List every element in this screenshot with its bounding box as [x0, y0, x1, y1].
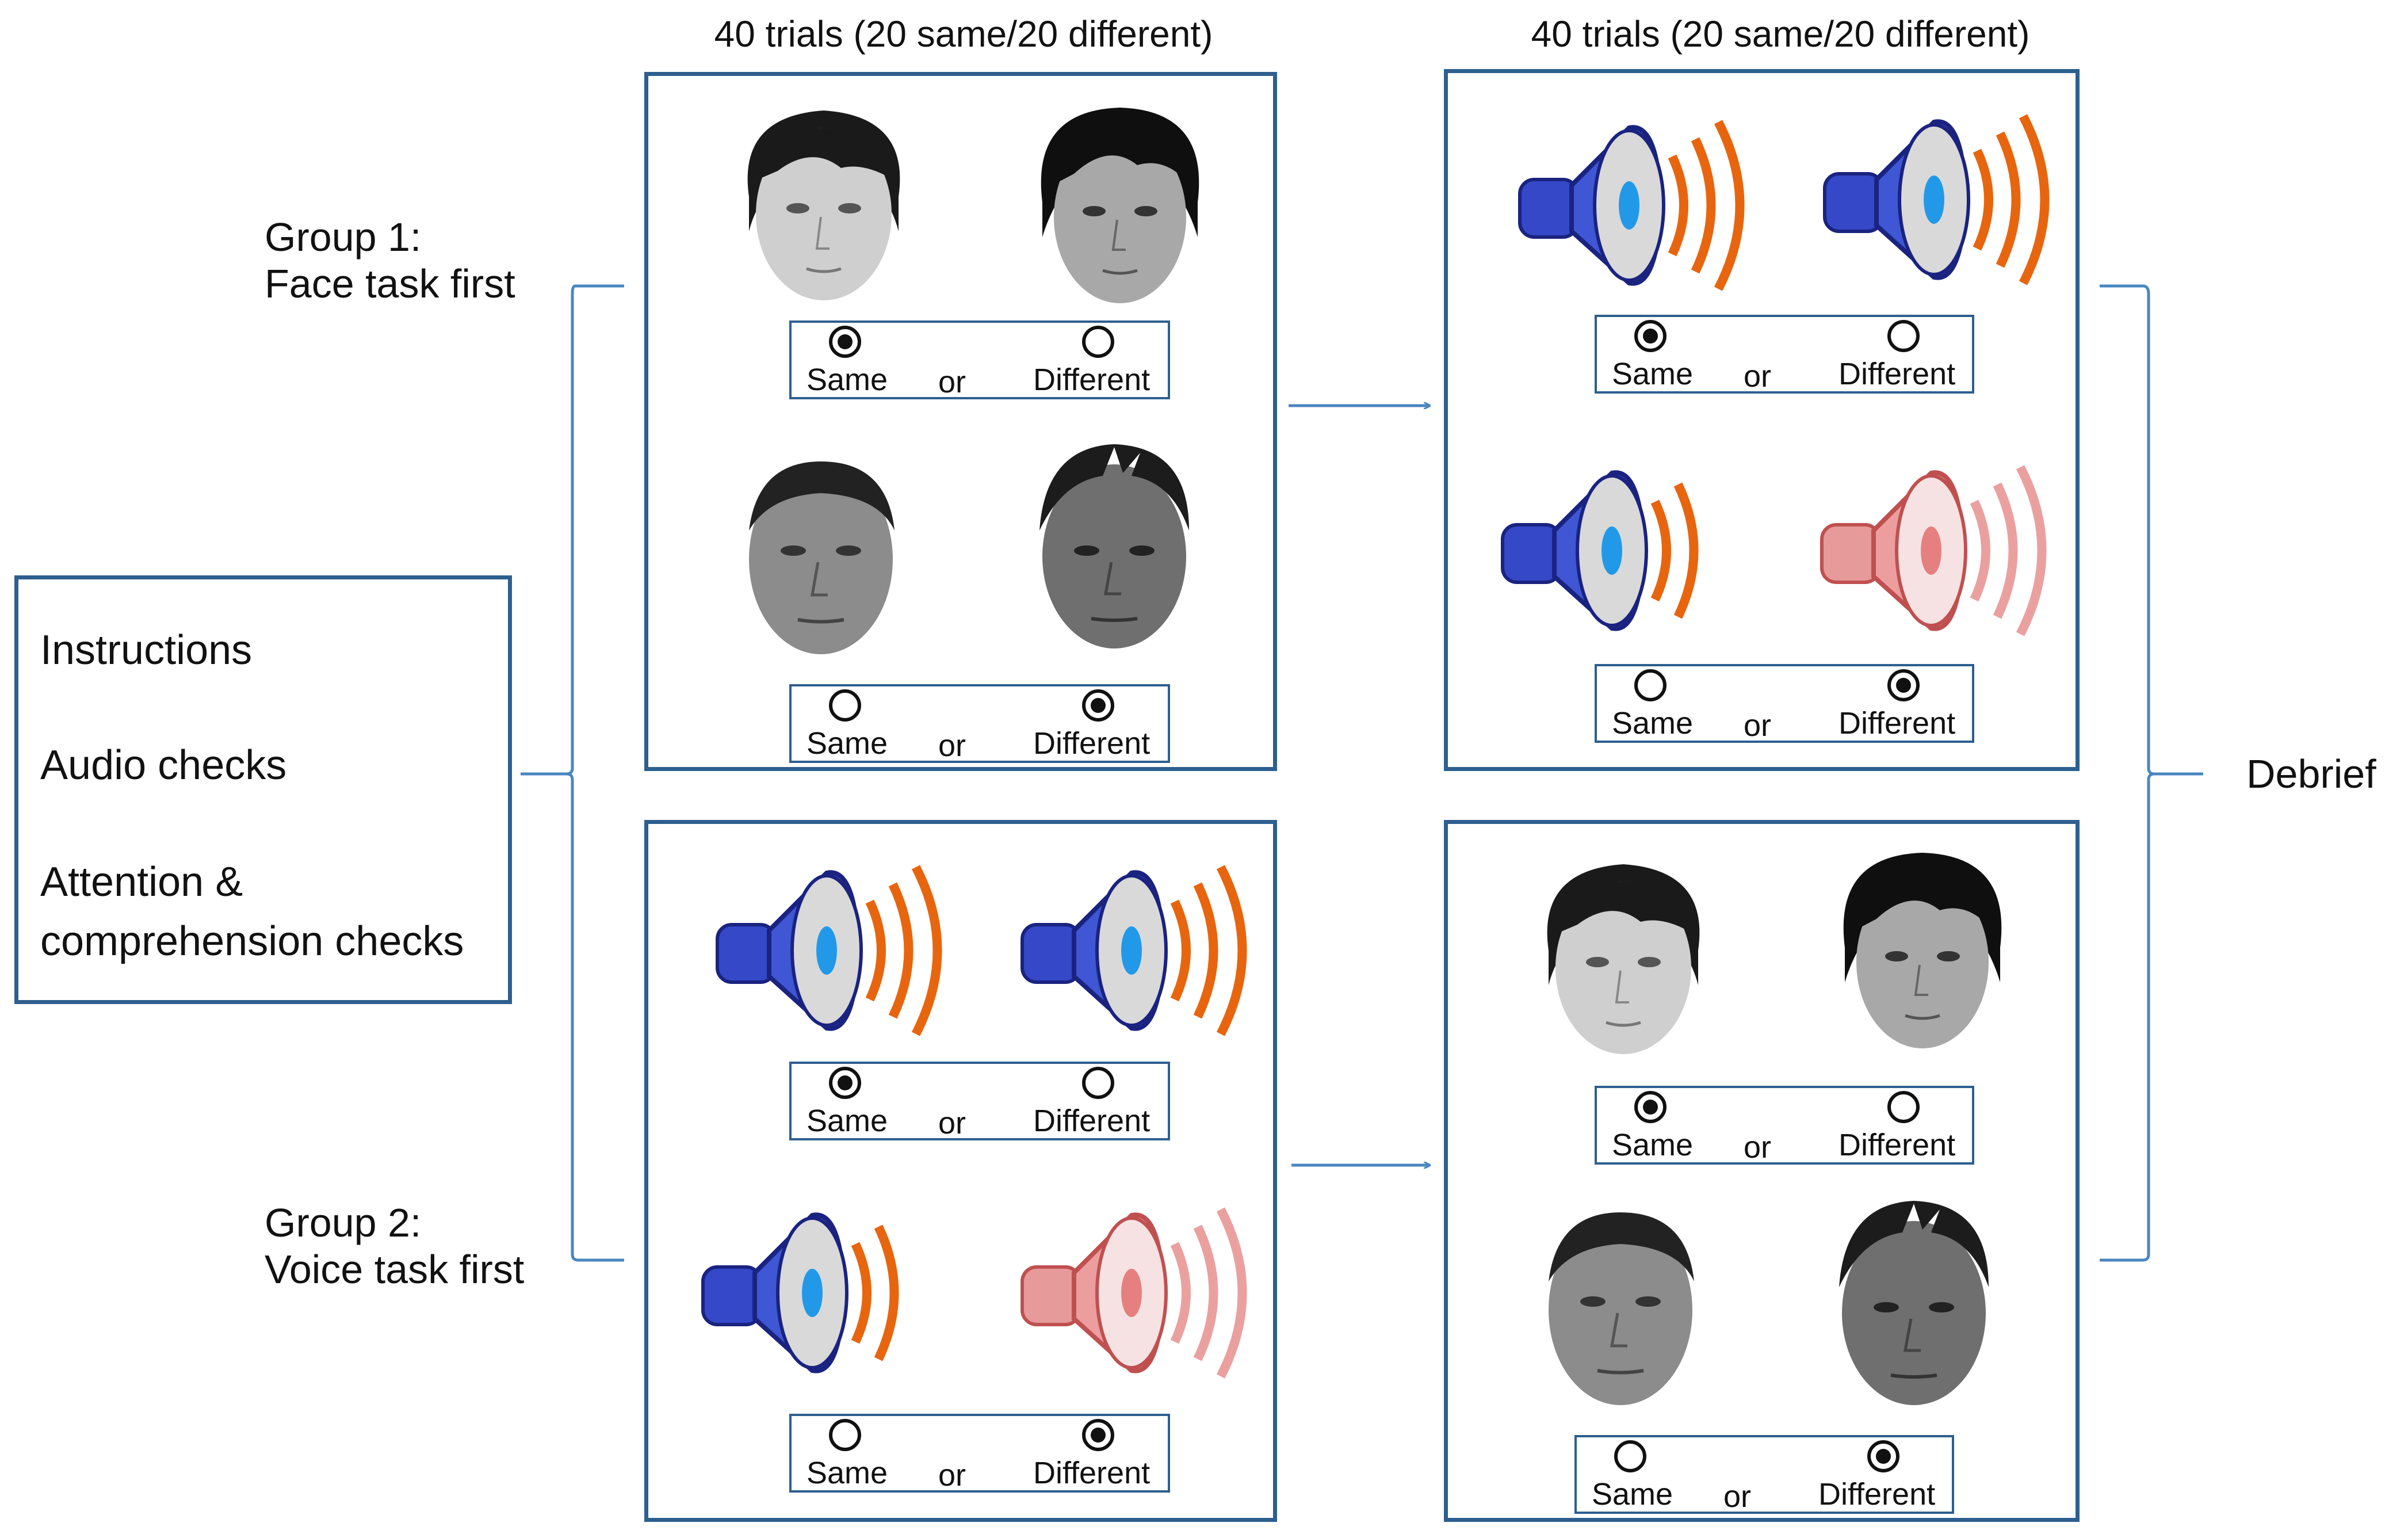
- different-label: Different: [1033, 1456, 1151, 1490]
- male-face-icon: [1549, 1212, 1694, 1405]
- or-label: or: [1723, 1479, 1752, 1514]
- radio-different[interactable]: [1887, 320, 1920, 352]
- or-label: or: [938, 1106, 966, 1140]
- panel-group1-face-task: Same or Different Same or Different: [644, 72, 1277, 771]
- male-face-icon: [1039, 444, 1189, 648]
- or-label: or: [1744, 708, 1772, 743]
- same-label: Same: [1612, 706, 1694, 741]
- same-label: Same: [1592, 1477, 1673, 1512]
- panel-group2-face-task: Same or Different Same or Different: [1444, 820, 2080, 1522]
- radio-different[interactable]: [1867, 1440, 1899, 1472]
- group1-title: Group 1:: [265, 215, 422, 260]
- procedure-box: Instructions Audio checks Attention & co…: [14, 575, 512, 1004]
- same-label: Same: [807, 726, 888, 761]
- speaker-blue-icon: [701, 1212, 899, 1373]
- or-label: or: [1744, 359, 1772, 394]
- audio-checks-item: Audio checks: [40, 742, 287, 788]
- radio-same[interactable]: [1634, 320, 1667, 352]
- male-face-icon: [749, 461, 895, 654]
- radio-same[interactable]: [1634, 669, 1667, 701]
- or-label: or: [938, 728, 966, 763]
- radio-same[interactable]: [829, 689, 861, 722]
- female-face-icon: [747, 110, 900, 300]
- comprehension-checks-item: comprehension checks: [40, 918, 464, 964]
- speaker-red-icon: [1820, 465, 2047, 636]
- different-label: Different: [1818, 1477, 1936, 1512]
- response-box-different-selected: Same or Different: [789, 1414, 1170, 1493]
- speaker-red-icon: [1020, 1207, 1247, 1379]
- radio-same[interactable]: [829, 326, 861, 358]
- speaker-blue-icon: [1823, 114, 2050, 285]
- male-face-icon: [1839, 1201, 1989, 1405]
- radio-different[interactable]: [1082, 1067, 1114, 1099]
- radio-different[interactable]: [1082, 326, 1114, 358]
- radio-different[interactable]: [1887, 669, 1920, 701]
- different-label: Different: [1839, 357, 1956, 391]
- radio-different[interactable]: [1082, 1419, 1114, 1451]
- panel-group1-voice-task: Same or Different Same or Different: [1444, 69, 2080, 771]
- different-label: Different: [1033, 1104, 1151, 1138]
- female-face-icon: [1843, 853, 2002, 1048]
- speaker-blue-icon: [1020, 865, 1247, 1036]
- response-box-same-selected: Same or Different: [789, 1062, 1170, 1140]
- response-box-same-selected: Same or Different: [1595, 315, 1974, 394]
- different-label: Different: [1033, 362, 1151, 397]
- right-bracket: [2100, 284, 2203, 1262]
- attention-checks-item: Attention &: [40, 859, 243, 905]
- speaker-blue-icon: [1501, 470, 1699, 631]
- same-label: Same: [1612, 1128, 1694, 1162]
- radio-different[interactable]: [1887, 1091, 1920, 1123]
- different-label: Different: [1033, 726, 1151, 761]
- group1-subtitle: Face task first: [265, 261, 515, 306]
- or-label: or: [938, 365, 966, 399]
- speaker-blue-icon: [716, 865, 942, 1036]
- or-label: or: [938, 1458, 966, 1493]
- different-label: Different: [1839, 1128, 1956, 1162]
- panel-group2-voice-task: Same or Different Same or Different: [644, 820, 1277, 1522]
- radio-same[interactable]: [1634, 1091, 1667, 1123]
- group1-label: Group 1: Face task first: [265, 214, 515, 307]
- left-column-header: 40 trials (20 same/20 different): [714, 13, 1213, 55]
- speaker-blue-icon: [1518, 120, 1745, 291]
- same-label: Same: [807, 362, 888, 397]
- group2-label: Group 2: Voice task first: [265, 1200, 524, 1292]
- instructions-item: Instructions: [40, 627, 253, 673]
- same-label: Same: [807, 1104, 888, 1138]
- same-label: Same: [1612, 357, 1694, 391]
- right-column-header: 40 trials (20 same/20 different): [1531, 13, 2030, 55]
- left-bracket: [521, 284, 624, 1262]
- debrief-label: Debrief: [2246, 751, 2376, 796]
- radio-same[interactable]: [829, 1067, 861, 1099]
- response-box-different-selected: Same or Different: [1574, 1435, 1954, 1514]
- radio-same[interactable]: [829, 1419, 861, 1451]
- response-box-different-selected: Same or Different: [789, 684, 1170, 763]
- or-label: or: [1744, 1130, 1772, 1165]
- radio-different[interactable]: [1082, 689, 1114, 722]
- different-label: Different: [1839, 706, 1956, 741]
- group2-title: Group 2:: [265, 1200, 422, 1245]
- female-face-icon: [1547, 864, 1700, 1054]
- response-box-different-selected: Same or Different: [1595, 664, 1974, 743]
- same-label: Same: [807, 1456, 888, 1490]
- radio-same[interactable]: [1614, 1440, 1646, 1472]
- female-face-icon: [1041, 108, 1199, 303]
- response-box-same-selected: Same or Different: [789, 320, 1170, 399]
- response-box-same-selected: Same or Different: [1595, 1086, 1974, 1165]
- group2-subtitle: Voice task first: [265, 1246, 525, 1292]
